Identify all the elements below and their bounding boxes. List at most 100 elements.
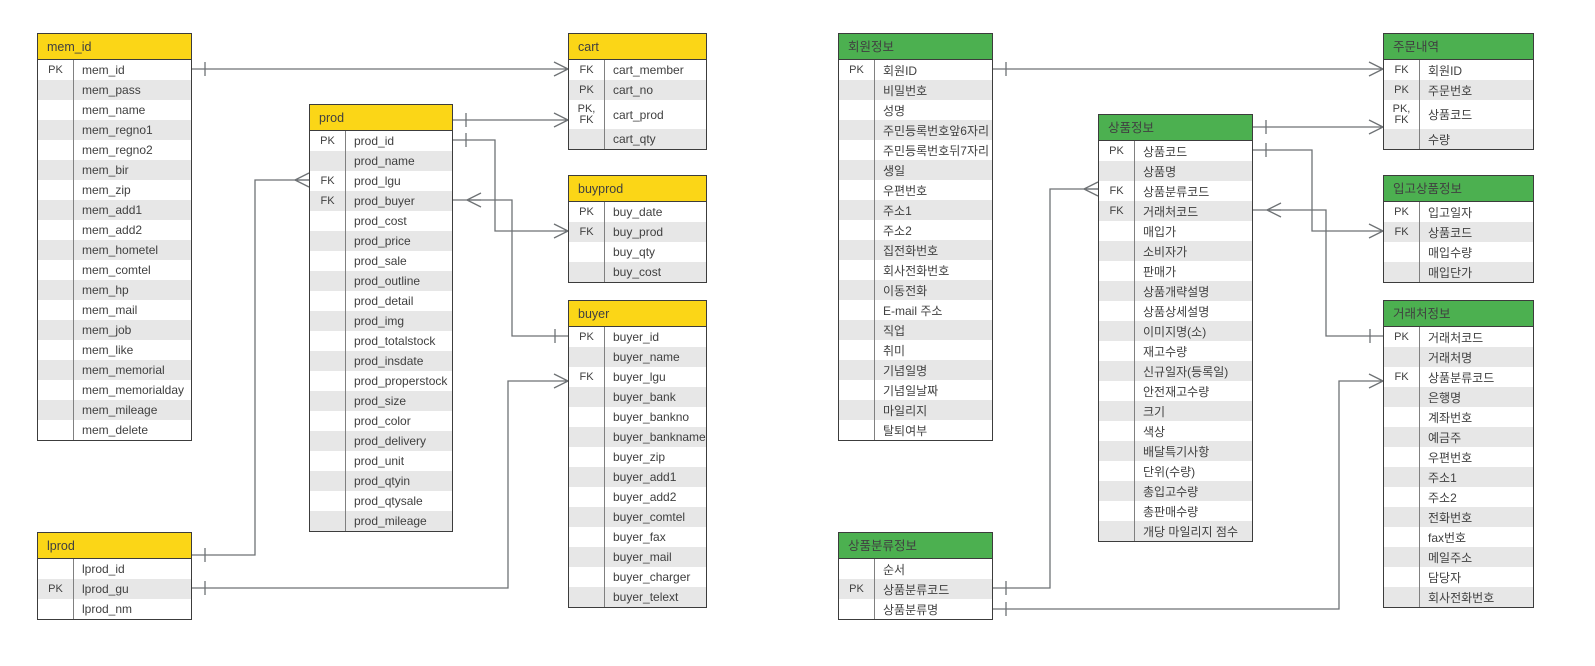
attribute-row[interactable]: 단위(수량) xyxy=(1099,461,1252,481)
attribute-row[interactable]: 주소2 xyxy=(1384,487,1533,507)
attribute-row[interactable]: 집전화번호 xyxy=(839,240,992,260)
attribute-row[interactable]: 회사전화번호 xyxy=(1384,587,1533,607)
attribute-row[interactable]: 성명 xyxy=(839,100,992,120)
attribute-row[interactable]: prod_insdate xyxy=(310,351,452,371)
attribute-row[interactable]: prod_outline xyxy=(310,271,452,291)
attribute-row[interactable]: 취미 xyxy=(839,340,992,360)
attribute-row[interactable]: 주민등록번호앞6자리 xyxy=(839,120,992,140)
attribute-row[interactable]: mem_mail xyxy=(38,300,191,320)
attribute-row[interactable]: 매입단가 xyxy=(1384,262,1533,282)
attribute-row[interactable]: 소비자가 xyxy=(1099,241,1252,261)
attribute-row[interactable]: buyer_bankno xyxy=(569,407,706,427)
attribute-row[interactable]: prod_price xyxy=(310,231,452,251)
attribute-row[interactable]: buyer_add2 xyxy=(569,487,706,507)
attribute-row[interactable]: 주민등록번호뒤7자리 xyxy=(839,140,992,160)
attribute-row[interactable]: buyer_fax xyxy=(569,527,706,547)
attribute-row[interactable]: 이미지명(소) xyxy=(1099,321,1252,341)
attribute-row[interactable]: E-mail 주소 xyxy=(839,300,992,320)
attribute-row[interactable]: prod_detail xyxy=(310,291,452,311)
attribute-row[interactable]: 직업 xyxy=(839,320,992,340)
attribute-row[interactable]: 매입가 xyxy=(1099,221,1252,241)
attribute-row[interactable]: 비밀번호 xyxy=(839,80,992,100)
attribute-row[interactable]: prod_mileage xyxy=(310,511,452,531)
attribute-row[interactable]: cart_qty xyxy=(569,129,706,149)
attribute-row[interactable]: 상품개략설명 xyxy=(1099,281,1252,301)
attribute-row[interactable]: 안전재고수량 xyxy=(1099,381,1252,401)
attribute-row[interactable]: 신규일자(등록일) xyxy=(1099,361,1252,381)
attribute-row[interactable]: 매입수량 xyxy=(1384,242,1533,262)
attribute-row[interactable]: 총입고수량 xyxy=(1099,481,1252,501)
attribute-row[interactable]: buyer_mail xyxy=(569,547,706,567)
attribute-row[interactable]: buyer_comtel xyxy=(569,507,706,527)
attribute-row[interactable]: mem_job xyxy=(38,320,191,340)
attribute-row[interactable]: prod_qtyin xyxy=(310,471,452,491)
attribute-row[interactable]: mem_bir xyxy=(38,160,191,180)
attribute-row[interactable]: 거래처명 xyxy=(1384,347,1533,367)
attribute-row[interactable]: 담당자 xyxy=(1384,567,1533,587)
attribute-row[interactable]: 주소2 xyxy=(839,220,992,240)
attribute-row[interactable]: 주소1 xyxy=(839,200,992,220)
attribute-row[interactable]: fax번호 xyxy=(1384,527,1533,547)
attribute-row[interactable]: prod_sale xyxy=(310,251,452,271)
attribute-row[interactable]: 탈퇴여부 xyxy=(839,420,992,440)
attribute-row[interactable]: 주소1 xyxy=(1384,467,1533,487)
attribute-row[interactable]: mem_comtel xyxy=(38,260,191,280)
attribute-row[interactable]: 상품분류명 xyxy=(839,599,992,619)
attribute-row[interactable]: mem_delete xyxy=(38,420,191,440)
attribute-row[interactable]: 은행명 xyxy=(1384,387,1533,407)
attribute-row[interactable]: mem_like xyxy=(38,340,191,360)
attribute-row[interactable]: 순서 xyxy=(839,559,992,579)
attribute-row[interactable]: buyer_telext xyxy=(569,587,706,607)
attribute-row[interactable]: 기념일날짜 xyxy=(839,380,992,400)
attribute-row[interactable]: mem_regno1 xyxy=(38,120,191,140)
attribute-row[interactable]: buyer_zip xyxy=(569,447,706,467)
attribute-row[interactable]: buyer_charger xyxy=(569,567,706,587)
attribute-row[interactable]: 생일 xyxy=(839,160,992,180)
attribute-row[interactable]: prod_delivery xyxy=(310,431,452,451)
attribute-row[interactable]: mem_mileage xyxy=(38,400,191,420)
attribute-row[interactable]: 총판매수량 xyxy=(1099,501,1252,521)
attribute-row[interactable]: 계좌번호 xyxy=(1384,407,1533,427)
attribute-row[interactable]: mem_hometel xyxy=(38,240,191,260)
attribute-row[interactable]: 상품명 xyxy=(1099,161,1252,181)
attribute-row[interactable]: 판매가 xyxy=(1099,261,1252,281)
attribute-row[interactable]: prod_unit xyxy=(310,451,452,471)
attribute-row[interactable]: 배달특기사항 xyxy=(1099,441,1252,461)
attribute-row[interactable]: buyer_bankname xyxy=(569,427,706,447)
attribute-row[interactable]: mem_pass xyxy=(38,80,191,100)
attribute-row[interactable]: mem_add2 xyxy=(38,220,191,240)
attribute-row[interactable]: prod_qtysale xyxy=(310,491,452,511)
attribute-row[interactable]: mem_regno2 xyxy=(38,140,191,160)
attribute-row[interactable]: mem_name xyxy=(38,100,191,120)
attribute-row[interactable]: prod_size xyxy=(310,391,452,411)
attribute-row[interactable]: mem_memorial xyxy=(38,360,191,380)
attribute-row[interactable]: mem_zip xyxy=(38,180,191,200)
